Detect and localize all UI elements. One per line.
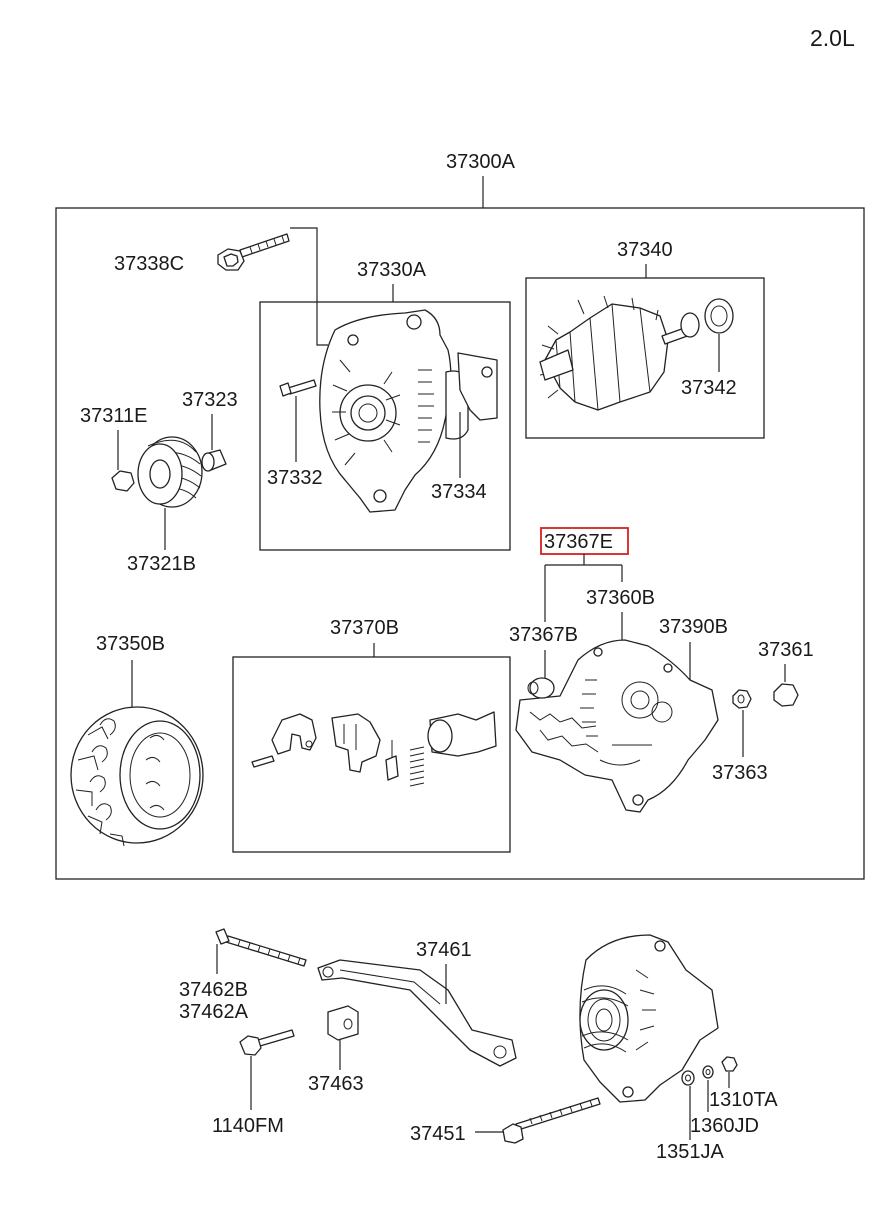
label-rotor[interactable]: 37340 <box>617 239 673 261</box>
label-screw-37332[interactable]: 37332 <box>267 467 323 489</box>
spacer-37323-drawing <box>201 449 227 472</box>
label-rear-cover[interactable]: 37390B <box>659 616 728 638</box>
screw-37332-drawing <box>279 379 317 397</box>
bolt-37338c-drawing <box>217 233 290 271</box>
label-pulley[interactable]: 37321B <box>127 553 196 575</box>
brush-holder-drawing <box>251 711 497 787</box>
label-nut-37361[interactable]: 37361 <box>758 639 814 661</box>
washer-1360jd-drawing <box>702 1065 714 1079</box>
pulley-drawing <box>137 436 203 508</box>
label-front-bracket[interactable]: 37330A <box>357 259 427 281</box>
label-block-37463[interactable]: 37463 <box>308 1073 364 1095</box>
label-brush-holder[interactable]: 37370B <box>330 617 399 639</box>
label-bushing-37367b[interactable]: 37367B <box>509 624 578 646</box>
block-37463-drawing <box>327 1005 359 1041</box>
bracket-37461-drawing <box>317 959 517 1067</box>
label-spacer-37323[interactable]: 37323 <box>182 389 238 411</box>
alternator-assembly-drawing <box>579 934 719 1103</box>
assembly-frame <box>55 207 865 880</box>
nut-37363-drawing <box>732 689 752 709</box>
label-nut-1310ta[interactable]: 1310TA <box>709 1089 778 1111</box>
label-bolt-37462a[interactable]: 37462A <box>179 1001 249 1023</box>
label-washer-1351ja[interactable]: 1351JA <box>656 1141 724 1163</box>
leader-37338c <box>290 227 328 346</box>
brush-holder-frame <box>232 656 511 853</box>
rear-bracket-drawing <box>515 639 719 813</box>
label-highlighted-part[interactable]: 37367E <box>544 531 613 553</box>
label-bearing-37334[interactable]: 37334 <box>431 481 487 503</box>
label-bearing-37342[interactable]: 37342 <box>681 377 737 399</box>
label-bracket-37461[interactable]: 37461 <box>416 939 472 961</box>
nut-1310ta-drawing <box>721 1056 738 1072</box>
rotor-frame <box>525 277 765 439</box>
washer-1351ja-drawing <box>681 1070 695 1086</box>
bolt-1140fm-drawing <box>239 1029 295 1056</box>
label-bolt-1140fm[interactable]: 1140FM <box>212 1115 284 1137</box>
front-bracket-frame <box>259 301 511 551</box>
label-stator[interactable]: 37350B <box>96 633 165 655</box>
label-rear-bracket[interactable]: 37360B <box>586 587 655 609</box>
label-assembly[interactable]: 37300A <box>446 151 516 173</box>
nut-37311e-drawing <box>111 470 135 492</box>
bolt-37451-drawing <box>502 1097 601 1144</box>
engine-label: 2.0L <box>810 25 855 51</box>
label-nut-37311e[interactable]: 37311E <box>80 405 147 427</box>
leader-37367e <box>544 554 623 622</box>
bolt-37462-drawing <box>215 928 307 967</box>
label-bolt-37451[interactable]: 37451 <box>410 1123 466 1145</box>
label-nut-37363[interactable]: 37363 <box>712 762 768 784</box>
stator-drawing <box>70 706 204 847</box>
label-washer-1360jd[interactable]: 1360JD <box>690 1115 759 1137</box>
nut-37361-drawing <box>773 683 799 707</box>
front-bracket-drawing <box>319 309 498 513</box>
rotor-drawing <box>539 295 734 411</box>
label-bolt-37462b[interactable]: 37462B <box>179 979 248 1001</box>
label-bolt-37338c[interactable]: 37338C <box>114 253 184 275</box>
